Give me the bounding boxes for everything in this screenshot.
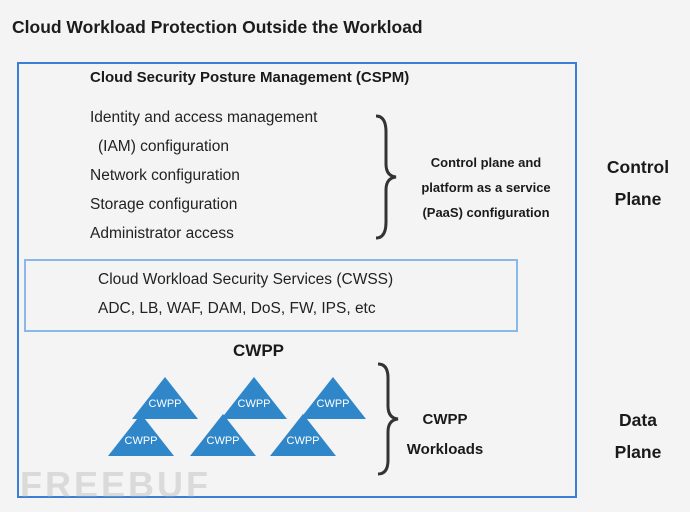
triangle-icon [270, 414, 336, 456]
triangle-icon [108, 414, 174, 456]
diagram-title: Cloud Workload Protection Outside the Wo… [12, 17, 423, 37]
brace-label-line: platform as a service [421, 180, 551, 195]
watermark: FREEBUF [20, 464, 211, 505]
cspm-item-network: Network configuration [90, 167, 240, 184]
workload-label: CWPP [148, 398, 182, 410]
cwss-heading: Cloud Workload Security Services (CWSS) [98, 271, 394, 288]
brace-label-line: Control plane and [430, 155, 542, 170]
outer-container-box [17, 62, 577, 498]
workload-label: CWPP [286, 435, 320, 447]
cwss-box [24, 259, 518, 332]
control-plane-line: Plane [614, 189, 662, 209]
triangle-icon [190, 414, 256, 456]
brace-label-line: (PaaS) configuration [422, 205, 550, 220]
cwss-services: ADC, LB, WAF, DAM, DoS, FW, IPS, etc [98, 300, 376, 317]
cwpp-workload-triangle: CWPP [221, 377, 287, 419]
workload-label: CWPP [124, 435, 158, 447]
cspm-item-storage: Storage configuration [90, 196, 238, 213]
cwpp-workloads-label: CWPP Workloads [402, 405, 488, 465]
cwpp-workload-triangle: CWPP [300, 377, 366, 419]
data-plane-line: Plane [614, 442, 662, 462]
cwpp-workload-triangle: CWPP [108, 414, 174, 456]
data-plane-line: Data [619, 410, 657, 430]
cspm-item-iam-config: (IAM) configuration [98, 138, 229, 155]
triangle-icon [221, 377, 287, 419]
triangle-icon [300, 377, 366, 419]
control-plane-line: Control [606, 157, 670, 177]
data-plane-label: Data Plane [596, 404, 680, 468]
cwpp-heading: CWPP [233, 341, 284, 360]
cspm-brace [375, 114, 397, 240]
workloads-label-line: CWPP [422, 411, 468, 428]
cspm-heading: Cloud Security Posture Management (CSPM) [90, 69, 410, 86]
cspm-item-iam: Identity and access management [90, 109, 318, 126]
cwpp-workload-triangle: CWPP [132, 377, 198, 419]
workload-label: CWPP [206, 435, 240, 447]
workload-label: CWPP [316, 398, 350, 410]
workload-label: CWPP [237, 398, 271, 410]
triangle-icon [132, 377, 198, 419]
control-plane-label: Control Plane [596, 151, 680, 215]
cwpp-workload-triangle: CWPP [270, 414, 336, 456]
control-plane-paas-label: Control plane and platform as a service … [400, 150, 572, 225]
workloads-label-line: Workloads [406, 441, 484, 458]
cwpp-brace [377, 362, 399, 476]
cwpp-workload-triangle: CWPP [190, 414, 256, 456]
cspm-item-admin: Administrator access [90, 225, 234, 242]
